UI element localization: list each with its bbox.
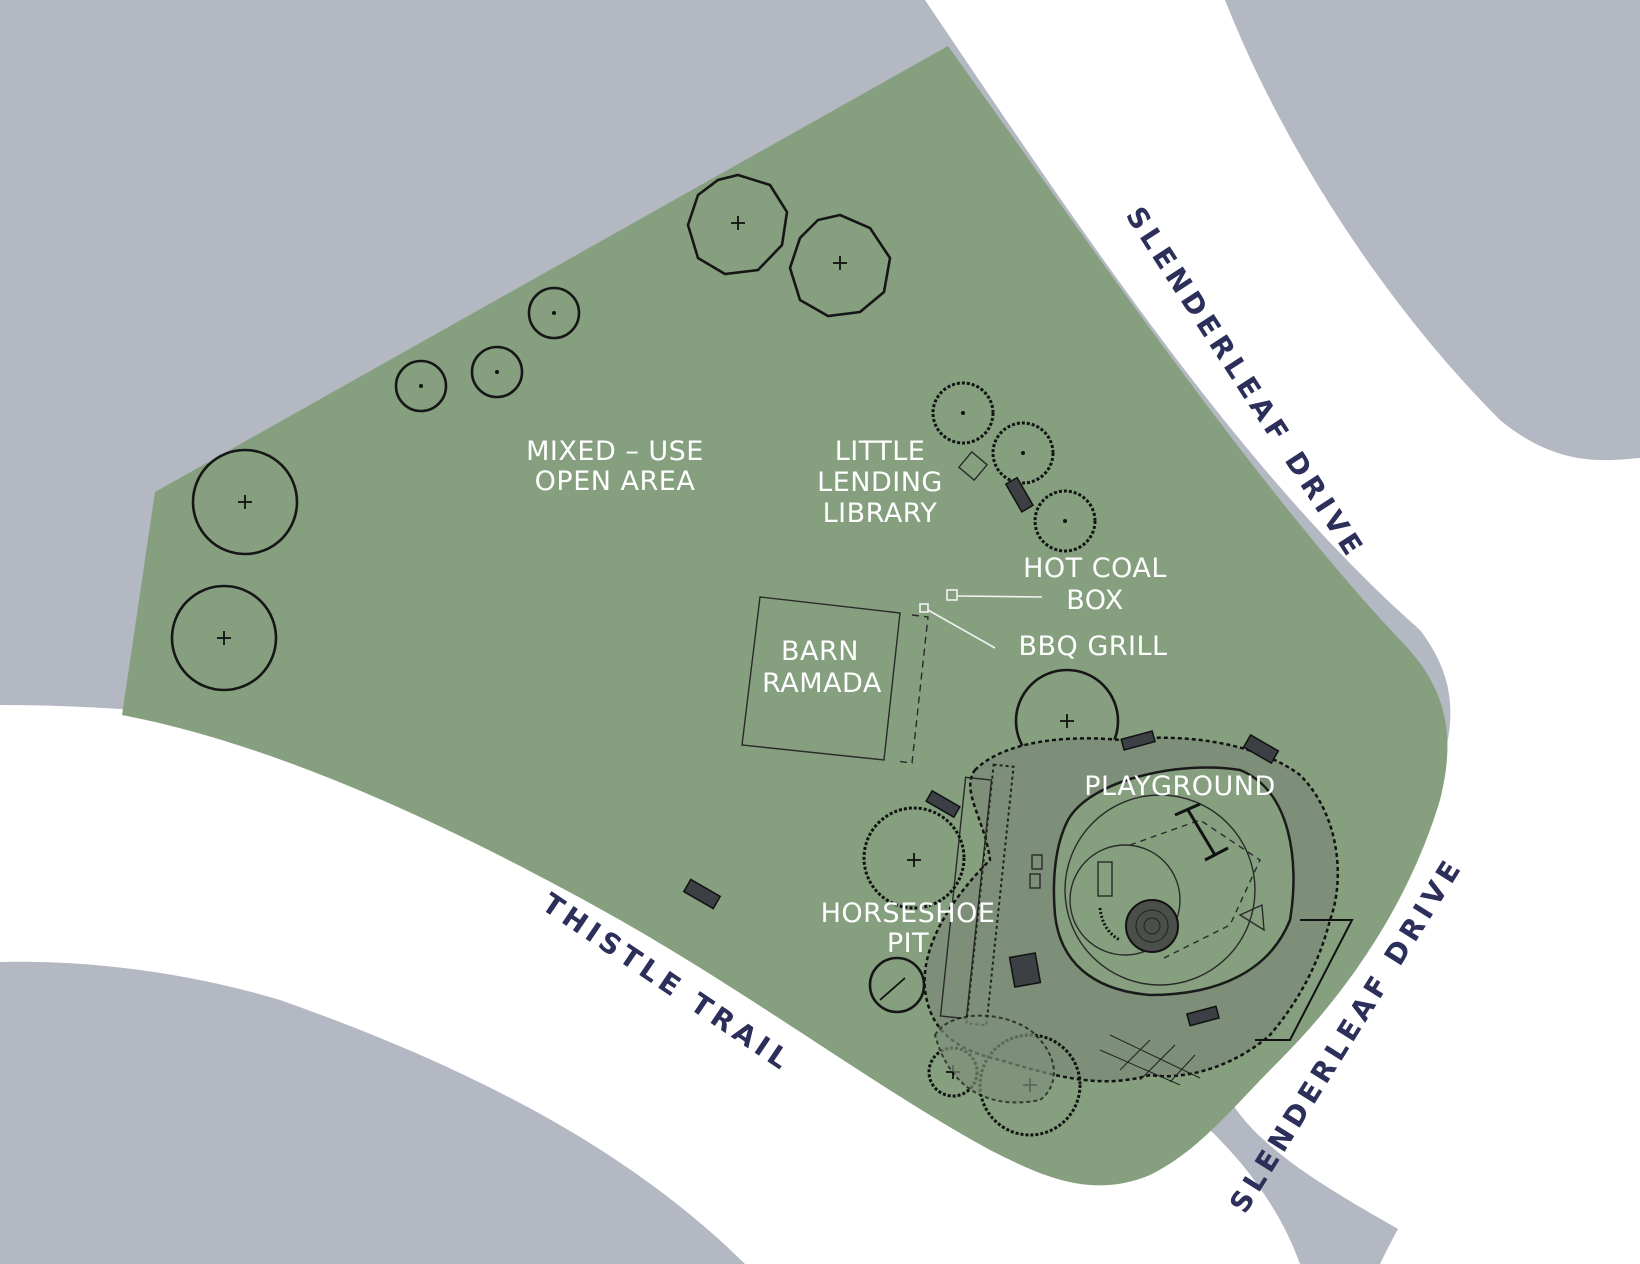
bench-icon <box>682 878 722 910</box>
swing-frame <box>1204 846 1229 862</box>
label-mixed-use-line1: MIXED – USE <box>526 436 704 467</box>
label-bbq-grill: BBQ GRILL <box>1018 631 1167 662</box>
bench-icon <box>1120 730 1156 751</box>
tree-canopy-icon <box>862 806 966 910</box>
play-table <box>1031 854 1043 870</box>
playground-surface <box>1052 766 1295 997</box>
swing-frame <box>1186 809 1217 856</box>
bench-icon <box>1186 1005 1220 1027</box>
tree-canopy-icon <box>931 381 995 445</box>
tree-canopy-icon <box>191 448 299 556</box>
tree-canopy-icon <box>1033 489 1097 553</box>
shrub-cluster <box>933 1014 1055 1104</box>
bench-icon <box>1008 952 1042 988</box>
label-library-line1: LITTLE <box>835 436 926 467</box>
swing-frame <box>1174 802 1201 817</box>
tree-canopy-icon <box>527 286 581 340</box>
tree-canopy-icon <box>394 359 448 413</box>
bbq-grill-leader <box>927 609 996 649</box>
label-barn-line2: RAMADA <box>762 668 882 699</box>
play-structure <box>1097 861 1113 897</box>
label-horseshoe-line1: HORSESHOE <box>821 898 996 929</box>
bench-icon <box>925 789 961 819</box>
playground-path-line <box>1129 819 1261 961</box>
play-slide <box>1238 903 1265 932</box>
hot-coal-box <box>946 589 958 601</box>
spinner-play-element <box>1143 917 1161 935</box>
label-hot-coal-line2: BOX <box>1066 585 1124 616</box>
bench-icon <box>1004 476 1035 513</box>
bench-icon <box>1242 733 1280 765</box>
playground-path-circle <box>1069 844 1181 956</box>
tree-canopy-icon <box>170 584 278 692</box>
bbq-grill <box>919 603 929 613</box>
barn-ramada-overhang <box>894 614 929 764</box>
hatch-zone <box>1099 1034 1201 1086</box>
little-lending-library-box <box>957 450 989 482</box>
hot-coal-leader <box>957 595 1043 598</box>
playground-path-circle <box>1064 794 1256 986</box>
label-hot-coal-line1: HOT COAL <box>1023 553 1167 584</box>
playground-gate <box>1255 919 1354 1041</box>
play-structure <box>1098 907 1121 942</box>
barn-ramada-structure <box>741 596 901 761</box>
horseshoe-pit <box>939 776 993 1020</box>
label-barn-line1: BARN <box>781 636 859 667</box>
spinner-play-element <box>1125 899 1179 953</box>
tree-canopy-icon <box>868 956 926 1014</box>
label-library-line3: LIBRARY <box>823 498 938 529</box>
tree-canopy-icon <box>991 421 1055 485</box>
label-horseshoe-line2: PIT <box>887 928 929 959</box>
tree-canopy-icon <box>686 173 789 276</box>
playground-area <box>923 730 1354 1086</box>
tree-canopy-icon <box>470 345 524 399</box>
slenderleaf-drive-upper <box>925 0 1640 1264</box>
label-library-line2: LENDING <box>817 467 943 498</box>
spinner-play-element <box>1135 909 1169 943</box>
play-table <box>1029 873 1041 889</box>
slenderleaf-drive-lower <box>1380 995 1640 1264</box>
label-playground: PLAYGROUND <box>1084 771 1276 802</box>
tree-canopy-icon <box>788 213 892 318</box>
label-mixed-use-line2: OPEN AREA <box>535 466 696 497</box>
